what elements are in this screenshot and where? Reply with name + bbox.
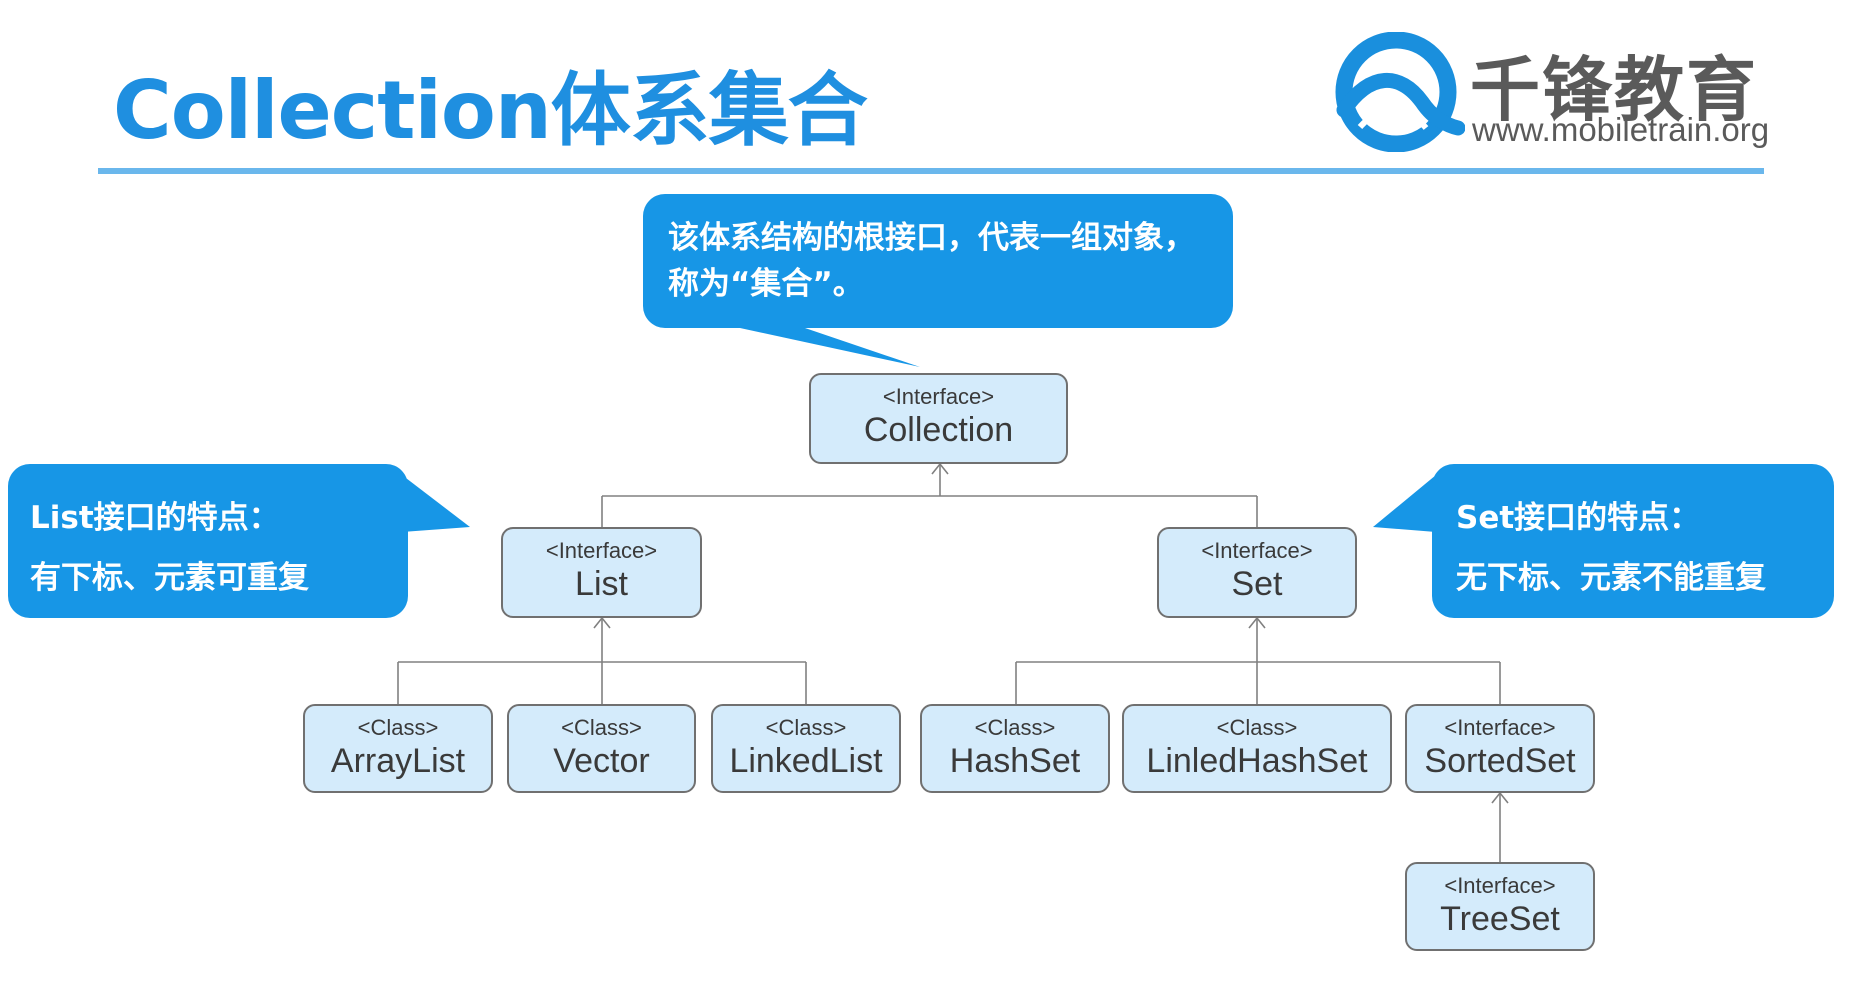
logo-name: 千锋教育 bbox=[1470, 49, 1758, 131]
node-linkedlist: <Class> LinkedList bbox=[711, 704, 901, 793]
root-callout-line1: 该体系结构的根接口，代表一组对象， bbox=[668, 220, 1195, 256]
node-hashset: <Class> HashSet bbox=[920, 704, 1110, 793]
set-callout: Set接口的特点： 无下标、元素不能重复 bbox=[1432, 464, 1834, 618]
root-callout-line2: 称为“集合”。 bbox=[668, 266, 864, 302]
node-stereotype: <Class> bbox=[1216, 715, 1298, 740]
node-name: Set bbox=[1231, 565, 1283, 603]
node-linledhashset: <Class> LinledHashSet bbox=[1122, 704, 1392, 793]
node-name: Vector bbox=[553, 742, 650, 780]
node-stereotype: <Class> bbox=[357, 715, 439, 740]
node-name: LinkedList bbox=[729, 742, 883, 780]
node-stereotype: <Interface> bbox=[1201, 538, 1313, 563]
node-stereotype: <Class> bbox=[974, 715, 1056, 740]
root-callout-tail bbox=[740, 328, 920, 367]
set-callout-tail bbox=[1373, 475, 1436, 532]
node-list: <Interface> List bbox=[501, 527, 702, 618]
brand-logo: 千锋教育 www.mobiletrain.org bbox=[1330, 28, 1770, 158]
list-callout-line2: 有下标、元素可重复 bbox=[30, 560, 309, 596]
node-stereotype: <Interface> bbox=[882, 384, 995, 409]
set-callout-line2: 无下标、元素不能重复 bbox=[1456, 560, 1766, 596]
node-name: LinledHashSet bbox=[1146, 742, 1368, 780]
node-stereotype: <Interface> bbox=[545, 538, 658, 563]
node-name: HashSet bbox=[949, 742, 1081, 780]
node-name: Collection bbox=[863, 411, 1014, 449]
list-callout-tail bbox=[402, 475, 470, 532]
node-stereotype: <Interface> bbox=[1444, 715, 1556, 740]
logo-url: www.mobiletrain.org bbox=[1472, 111, 1770, 148]
node-stereotype: <Class> bbox=[561, 715, 642, 740]
node-set: <Interface> Set bbox=[1157, 527, 1357, 618]
node-name: SortedSet bbox=[1424, 742, 1576, 780]
root-callout: 该体系结构的根接口，代表一组对象， 称为“集合”。 bbox=[643, 194, 1233, 328]
node-arraylist: <Class> ArrayList bbox=[303, 704, 493, 793]
logo-swirl-icon bbox=[1335, 32, 1465, 152]
node-name: TreeSet bbox=[1440, 900, 1560, 938]
node-stereotype: <Interface> bbox=[1444, 873, 1556, 898]
list-callout: List接口的特点： 有下标、元素可重复 bbox=[8, 464, 408, 618]
node-sortedset: <Interface> SortedSet bbox=[1405, 704, 1595, 793]
node-vector: <Class> Vector bbox=[507, 704, 696, 793]
node-treeset: <Interface> TreeSet bbox=[1405, 862, 1595, 951]
node-name: ArrayList bbox=[330, 742, 466, 780]
list-callout-line1: List接口的特点： bbox=[30, 500, 280, 536]
node-stereotype: <Class> bbox=[765, 715, 847, 740]
node-name: List bbox=[575, 565, 628, 603]
set-callout-line1: Set接口的特点： bbox=[1456, 500, 1701, 536]
title-divider bbox=[98, 168, 1764, 174]
node-collection: <Interface> Collection bbox=[809, 373, 1068, 464]
page-title: Collection体系集合 bbox=[113, 64, 868, 157]
